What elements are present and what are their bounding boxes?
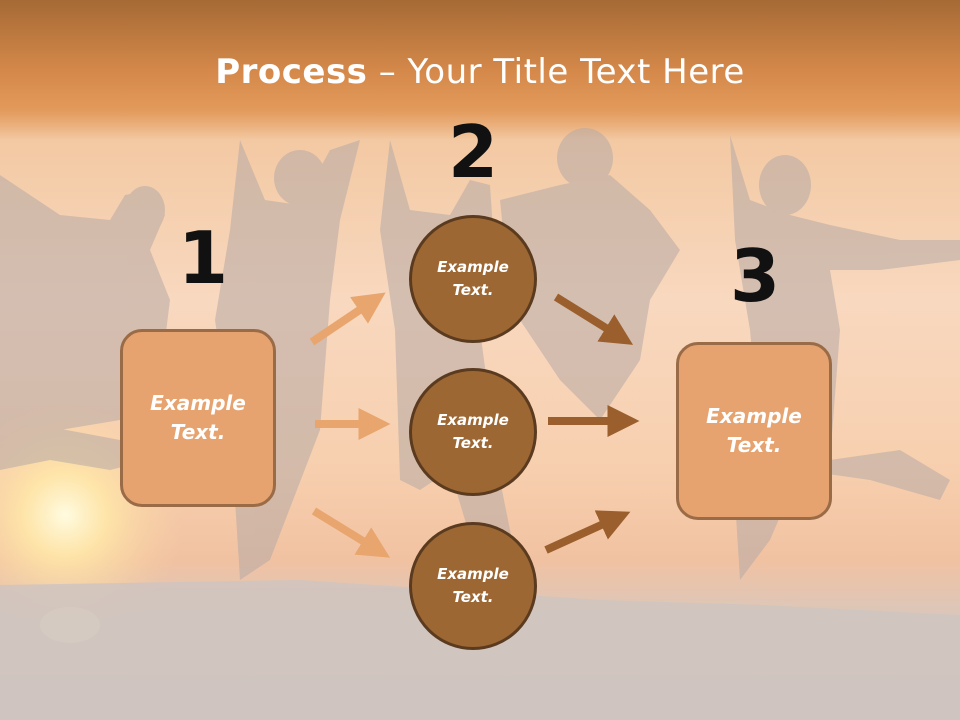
- step-2-circle-3: Example Text.: [409, 522, 537, 650]
- circle-3-text: Example Text.: [437, 565, 509, 606]
- step-1-box: Example Text.: [120, 329, 276, 507]
- step-1-text: Example Text.: [150, 391, 246, 444]
- circle-1-text: Example Text.: [437, 258, 509, 299]
- title-rest: – Your Title Text Here: [367, 52, 745, 92]
- slide-title: Process – Your Title Text Here: [0, 52, 960, 92]
- header-band: [0, 0, 960, 140]
- arrow-from-circle-1: [553, 293, 634, 345]
- step-number-1: 1: [178, 216, 229, 300]
- step-3-box: Example Text.: [676, 342, 832, 520]
- step-number-2: 2: [448, 110, 499, 194]
- step-2-circle-1: Example Text.: [409, 215, 537, 343]
- arrow-from-circle-3: [544, 510, 631, 554]
- step-2-circle-2: Example Text.: [409, 368, 537, 496]
- arrow-to-circle-1: [309, 292, 386, 346]
- title-bold: Process: [215, 52, 368, 92]
- circle-2-text: Example Text.: [437, 411, 509, 452]
- step-3-text: Example Text.: [706, 404, 802, 457]
- horizon-shore: [0, 580, 960, 720]
- arrow-to-circle-3: [311, 507, 391, 558]
- step-number-3: 3: [730, 234, 781, 318]
